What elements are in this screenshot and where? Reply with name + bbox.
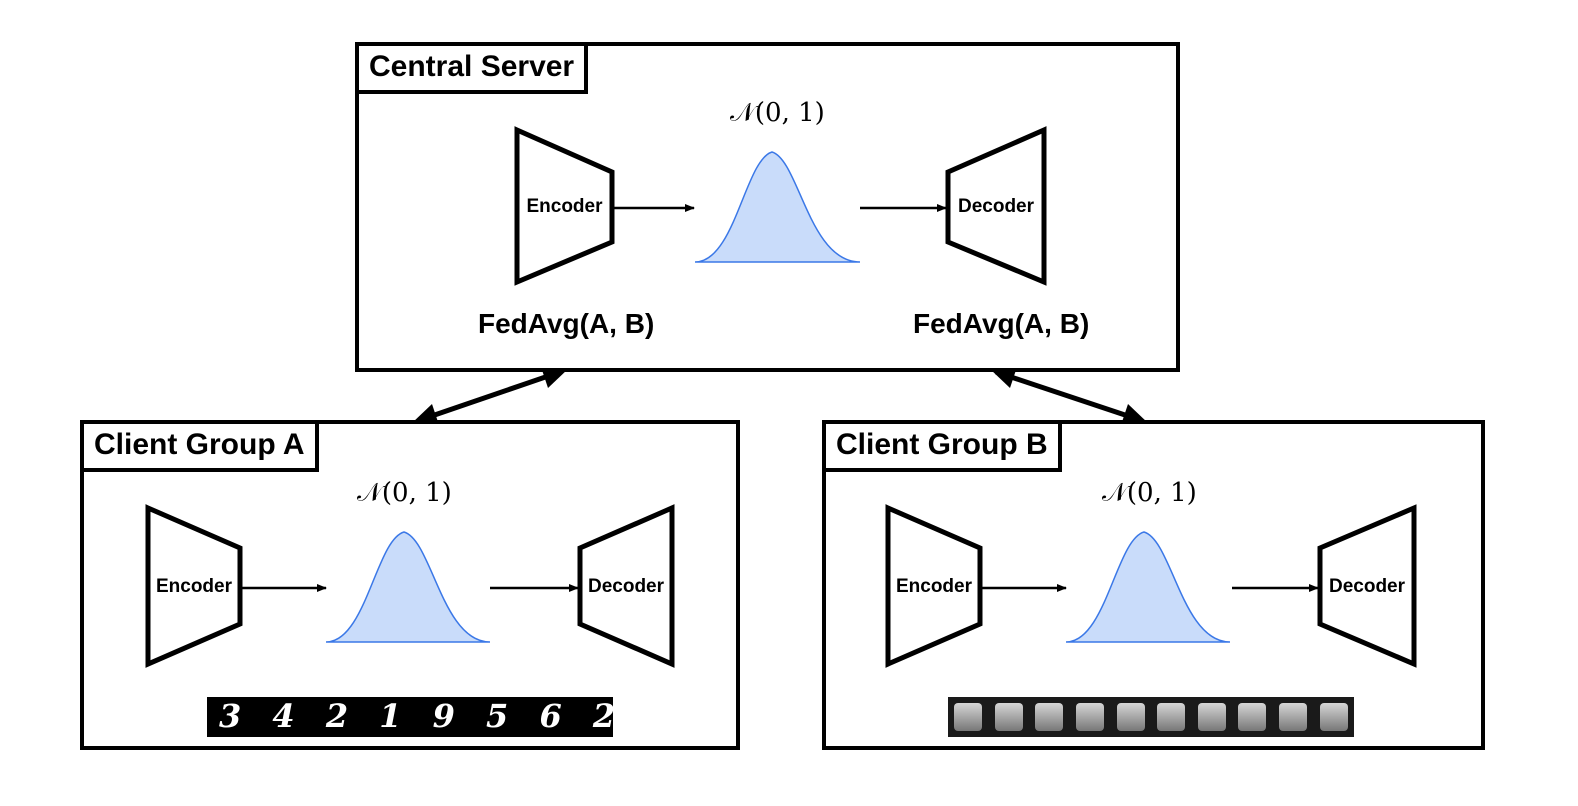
link-server-group-a: [419, 369, 561, 423]
bag-thumbnail-icon: [1076, 703, 1105, 731]
dress-thumbnail-icon: [1319, 703, 1348, 731]
group-a-encoder-label: Encoder: [155, 576, 233, 597]
sneaker-thumbnail-icon: [1157, 703, 1186, 731]
link-server-group-a-head-up: [542, 369, 568, 388]
server-decoder-label: Decoder: [957, 196, 1035, 217]
mnist-digit-strip: 3 4 2 1 9 5 6 2 / 8: [207, 697, 711, 737]
central-server-title: Central Server: [355, 42, 589, 94]
link-server-group-b-head-up: [990, 369, 1016, 388]
group-b-gaussian-curve: [1065, 531, 1231, 643]
bag-thumbnail-icon: [994, 703, 1023, 731]
group-b-decoder-label: Decoder: [1328, 576, 1406, 597]
t-shirt-thumbnail-icon: [1116, 703, 1145, 731]
group-a-decoder-shape: [577, 504, 675, 668]
group-b-encoder-label: Encoder: [895, 576, 973, 597]
dress-thumbnail-icon: [1238, 703, 1267, 731]
link-server-group-a-head-down: [412, 404, 438, 423]
mnist-digits: 3 4 2 1 9 5 6 2 / 8: [219, 697, 722, 735]
group-b-distribution-label: 𝒩(0, 1): [1102, 478, 1197, 508]
server-encoder-fedavg: FedAvg(A, B): [478, 308, 655, 339]
group-a-gaussian-curve: [325, 531, 491, 643]
link-server-group-b: [995, 369, 1141, 423]
bag-thumbnail-icon: [1197, 703, 1226, 731]
group-b-decoder-shape: [1317, 504, 1417, 668]
link-server-group-b-head-down: [1122, 404, 1148, 423]
sneaker-thumbnail-icon: [1279, 703, 1308, 731]
fashion-mnist-strip: [948, 697, 1354, 737]
server-encoder-label: Encoder: [526, 196, 603, 217]
server-decoder-shape: [945, 126, 1047, 286]
group-a-decoder-label: Decoder: [587, 576, 665, 597]
sweater-thumbnail-icon: [954, 703, 983, 731]
server-gaussian-curve: [694, 151, 861, 263]
group-b-encoder-shape: [885, 504, 983, 668]
pullover-thumbnail-icon: [1035, 703, 1064, 731]
client-group-a-title: Client Group A: [80, 420, 319, 472]
client-group-b-title: Client Group B: [822, 420, 1062, 472]
server-encoder-shape: [514, 126, 615, 286]
server-distribution-label: 𝒩(0, 1): [730, 98, 825, 128]
server-decoder-fedavg: FedAvg(A, B): [913, 308, 1090, 339]
group-a-encoder-shape: [145, 504, 243, 668]
group-a-distribution-label: 𝒩(0, 1): [357, 478, 452, 508]
